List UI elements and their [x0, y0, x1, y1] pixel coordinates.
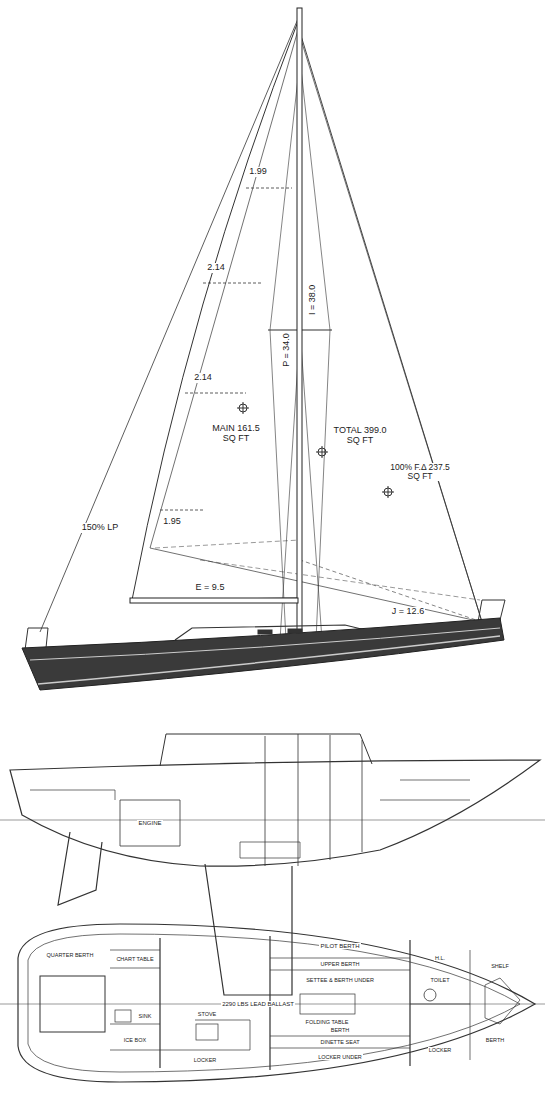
stove: [196, 1024, 218, 1040]
chart-table: [110, 950, 160, 968]
center-of-effort-mark: [237, 402, 249, 414]
room-label: UPPER BERTH: [319, 961, 360, 967]
jib-foot: [300, 560, 482, 622]
genoa-outline: [150, 30, 482, 622]
center-of-effort-mark: [382, 486, 394, 498]
batten-length: 1.99: [248, 167, 268, 177]
room-label: DINETTE SEAT: [319, 1039, 360, 1045]
folding-table: [300, 994, 355, 1014]
room-label: LOCKER: [193, 1057, 218, 1063]
rudder: [58, 832, 102, 905]
bulkheads: [265, 734, 362, 866]
boom: [130, 598, 298, 603]
deck-outline: [18, 924, 535, 1082]
centerline: [0, 820, 545, 821]
toilet: [424, 989, 436, 1001]
forward-cabin: [410, 950, 520, 1060]
batten-length: 1.95: [162, 517, 182, 527]
room-label: FOLDING TABLE: [305, 1019, 350, 1025]
room-label: SHELF: [490, 963, 510, 969]
room-label: STOVE: [197, 1011, 218, 1017]
genoa-label: 150% LP: [81, 523, 120, 533]
cockpit: [40, 976, 105, 1032]
room-label: ENGINE: [137, 820, 162, 827]
fin-keel: [205, 864, 292, 995]
foretriangle-dimension: J = 12.6: [391, 607, 425, 617]
center-of-effort-mark: [316, 446, 328, 458]
porthole: [288, 629, 302, 633]
hull-section: [10, 760, 540, 866]
hull-inner-line: [28, 934, 520, 1072]
berth-outlines: [240, 780, 470, 858]
room-label: LOCKER UNDER: [317, 1054, 363, 1060]
room-label: BERTH: [330, 1027, 351, 1033]
boom-dimension: E = 9.5: [195, 583, 226, 593]
backstay: [40, 14, 300, 632]
hull-profile: [22, 618, 504, 690]
inboard-profile: [0, 734, 545, 995]
battens: [160, 188, 292, 510]
mainsail: [132, 16, 300, 600]
accommodation-plan: [0, 924, 545, 1082]
galley-counter: [110, 1020, 250, 1050]
engine-box: [120, 800, 180, 846]
batten-length: 2.14: [193, 373, 213, 383]
room-label: LOCKER: [428, 1047, 453, 1053]
sheet-lines: [155, 540, 480, 600]
sail-plan: [22, 8, 505, 690]
room-label: SINK: [138, 1013, 153, 1019]
mast: [297, 8, 302, 642]
foretriangle-dimension: I = 38.0: [308, 284, 318, 316]
room-label: CHART TABLE: [115, 956, 154, 962]
boot-stripe: [38, 636, 500, 684]
cabin-trunk: [160, 734, 372, 766]
sail-area: MAIN 161.5 SQ FT: [204, 424, 268, 444]
sink: [115, 1010, 131, 1022]
porthole: [258, 630, 272, 634]
batten-length: 2.14: [206, 263, 226, 273]
room-label: SETTEE & BERTH UNDER: [305, 977, 375, 983]
sail-area: 100% F.Δ 237.5 SQ FT: [387, 463, 453, 482]
cockpit-sole: [30, 790, 115, 800]
room-label: BERTH: [485, 1037, 506, 1043]
ballast-note: 2290 LBS LEAD BALLAST: [221, 1001, 295, 1008]
room-label: QUARTER BERTH: [46, 952, 95, 958]
room-label: ICE BOX: [123, 1037, 147, 1043]
room-label: TOILET: [429, 977, 450, 983]
mast-dimension: P = 34.0: [282, 332, 292, 368]
room-label: H.L.: [434, 955, 446, 961]
room-label: PILOT BERTH: [319, 943, 360, 950]
sail-area: TOTAL 399.0 SQ FT: [328, 426, 392, 446]
